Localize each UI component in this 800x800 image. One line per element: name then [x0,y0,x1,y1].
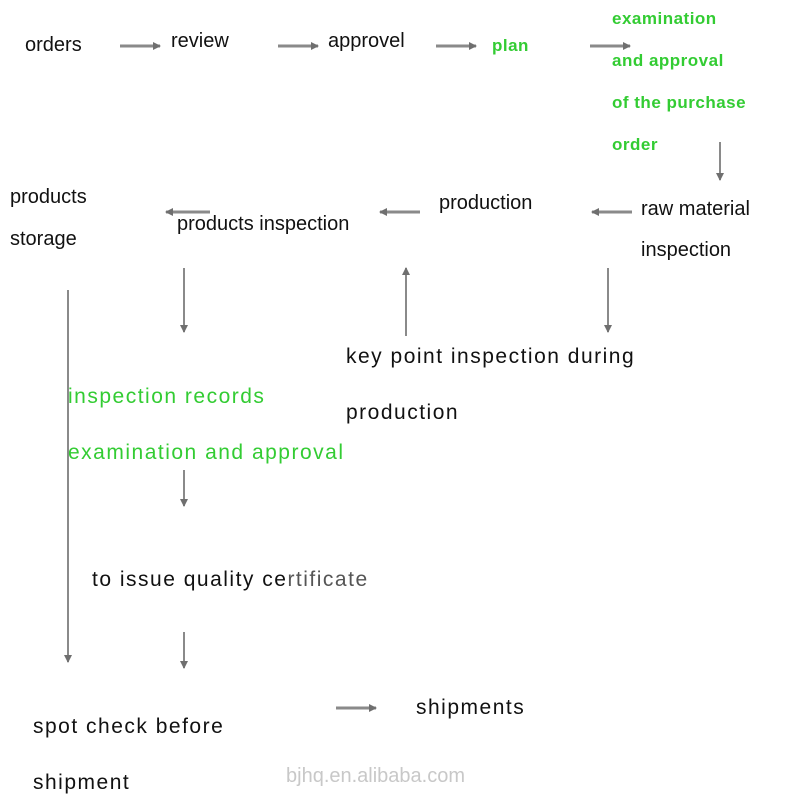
step-raw-material-line1: raw material [641,198,750,220]
step-key-point-line2: production [346,401,460,424]
step-shipments: shipments [416,696,526,719]
step-orders: orders [25,34,82,56]
step-products-storage-line2: storage [10,228,77,250]
step-po-approval-line2: and approval [612,51,724,70]
certificate-text-light: rtificate [287,568,369,591]
certificate-text-dark: to issue quality ce [92,568,288,591]
step-products-inspection: products inspection [177,213,350,235]
step-po-approval-line3: of the purchase [612,93,747,112]
watermark: bjhq.en.alibaba.com [286,765,466,787]
step-products-storage-line1: products [10,186,87,208]
step-certificate: to issue quality certificate [92,569,369,590]
step-records-line2: examination and approval [68,441,345,464]
step-review: review [171,30,229,52]
step-plan: plan [492,36,529,55]
step-records-line1: inspection records [68,385,266,408]
step-spot-check-line2: shipment [33,771,131,794]
step-po-approval-line4: order [612,135,658,154]
step-approvel: approvel [328,30,405,52]
step-spot-check-line1: spot check before [33,715,225,738]
step-raw-material-line2: inspection [641,239,732,261]
step-key-point-line1: key point inspection during [346,345,636,368]
step-production: production [439,192,533,214]
step-po-approval-line1: examination [612,9,717,28]
